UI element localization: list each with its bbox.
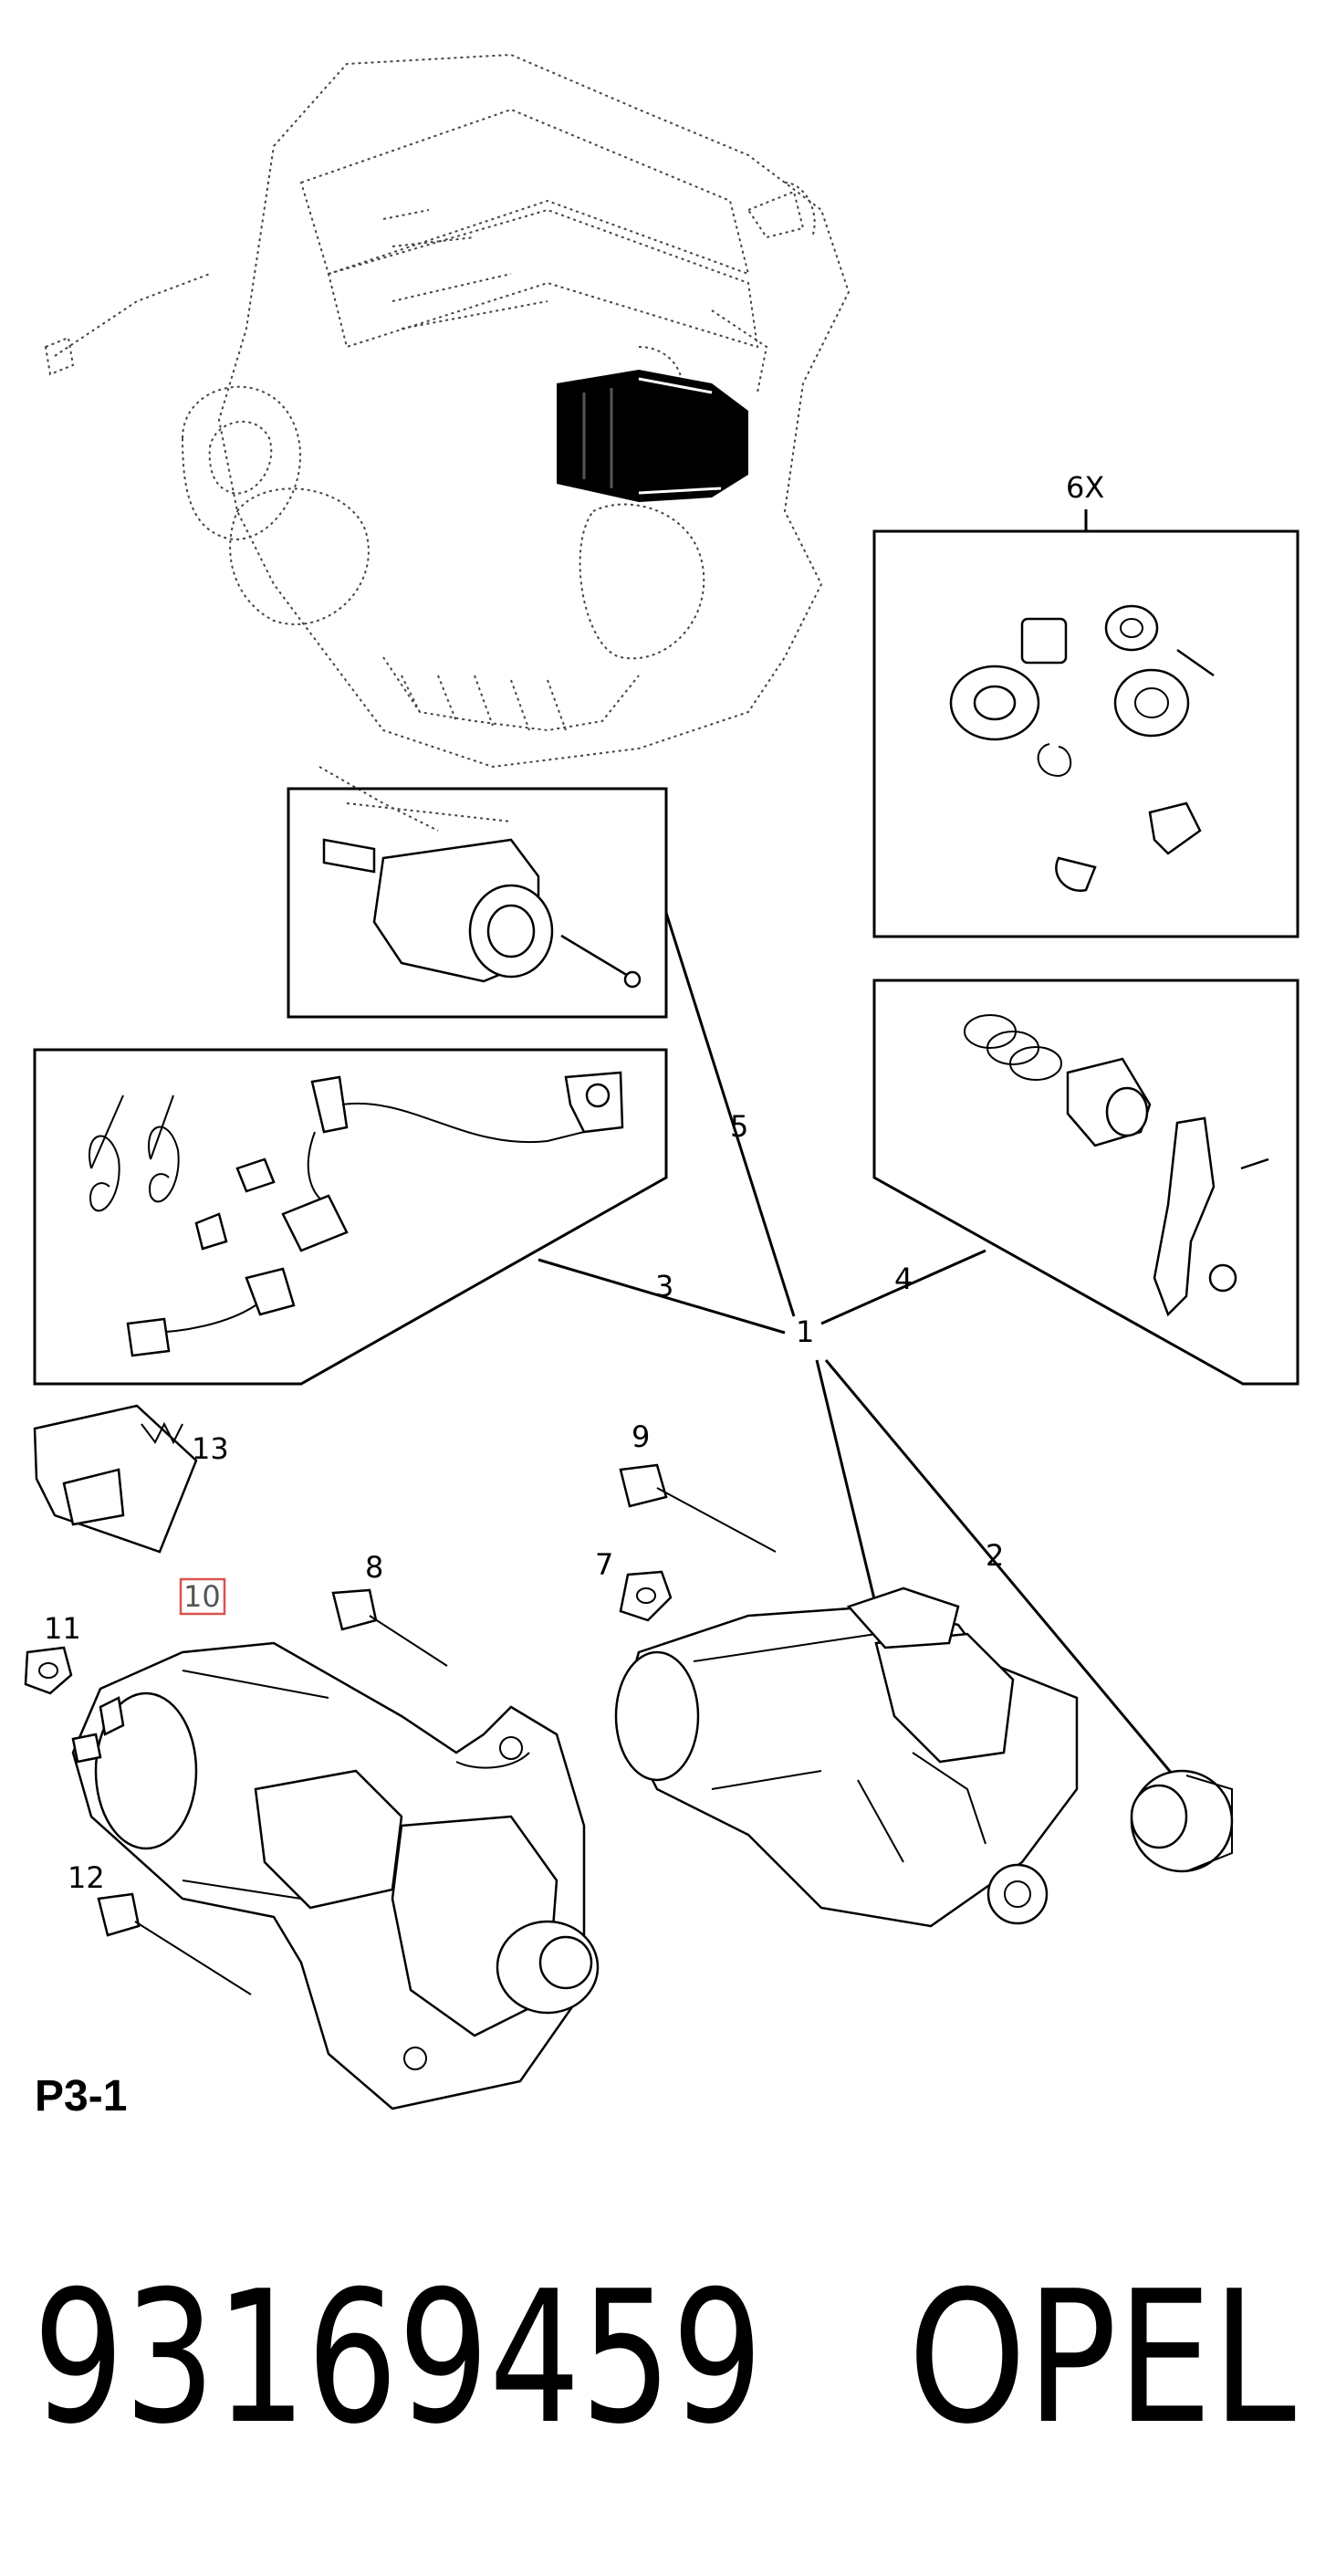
panel-solenoid bbox=[287, 787, 668, 1019]
panel-drive-parts bbox=[872, 979, 1299, 1386]
callout-13: 13 bbox=[192, 1431, 229, 1466]
starter-assembly-10 bbox=[71, 1641, 600, 2110]
panel-brush-set bbox=[33, 1048, 668, 1386]
part-number: 93169459 bbox=[33, 2252, 763, 2465]
brand-name: OPEL bbox=[908, 2252, 1296, 2465]
callout-10-highlight-box bbox=[179, 1577, 226, 1616]
part-13-bracket bbox=[33, 1404, 198, 1554]
starter-assembly-1 bbox=[614, 1586, 1079, 1928]
callout-1: 1 bbox=[796, 1314, 814, 1349]
part-2-pinion bbox=[1130, 1769, 1234, 1873]
callout-8: 8 bbox=[365, 1550, 383, 1585]
callout-5: 5 bbox=[730, 1109, 748, 1144]
engine-outline bbox=[44, 53, 851, 832]
page-label: P3-1 bbox=[35, 2072, 127, 2120]
leader-lines bbox=[538, 912, 1179, 1781]
callout-9: 9 bbox=[631, 1419, 650, 1454]
part-7-nut bbox=[619, 1570, 673, 1622]
part-9-bolt bbox=[619, 1463, 777, 1553]
panel-small-parts-kit bbox=[872, 509, 1299, 938]
callout-3: 3 bbox=[655, 1269, 673, 1304]
callout-7: 7 bbox=[595, 1547, 613, 1582]
part-12-bolt bbox=[97, 1892, 252, 1995]
callout-11: 11 bbox=[44, 1611, 81, 1646]
callout-10: 10 bbox=[183, 1579, 221, 1614]
part-11-nut bbox=[24, 1646, 73, 1695]
part-8-bolt bbox=[331, 1588, 448, 1667]
callout-12: 12 bbox=[68, 1860, 105, 1895]
callout-2: 2 bbox=[986, 1538, 1004, 1573]
callout-6x: 6X bbox=[1066, 470, 1104, 505]
engine-starter-highlight bbox=[557, 370, 748, 502]
callout-4: 4 bbox=[894, 1262, 913, 1296]
callout-labels: 1 2 3 4 5 6X 7 8 9 10 11 12 13 bbox=[44, 470, 1104, 1895]
